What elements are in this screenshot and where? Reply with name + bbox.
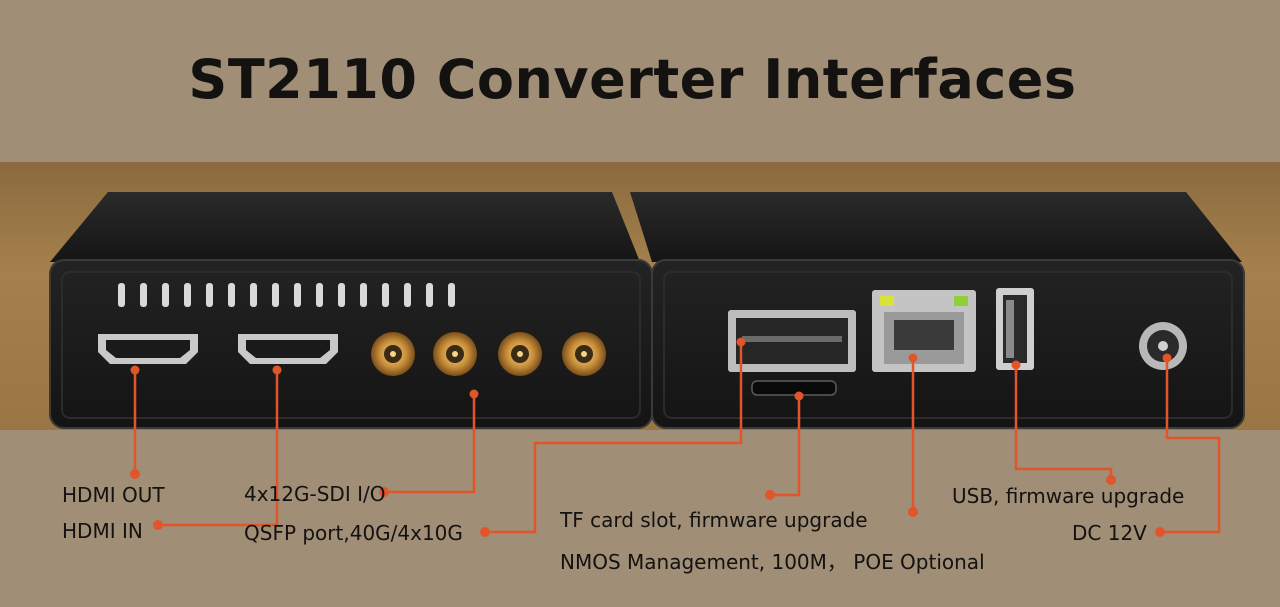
backdrop-floor: [0, 430, 1280, 607]
label-tf-card: TF card slot, firmware upgrade: [560, 508, 868, 532]
vent-slots: [118, 283, 455, 307]
label-hdmi-out: HDMI OUT: [62, 483, 165, 507]
label-dc: DC 12V: [1072, 521, 1147, 545]
sma-connector-icon: [371, 332, 415, 376]
hdmi-port-icon: [98, 334, 198, 364]
right-converter-unit: [630, 192, 1245, 429]
qsfp-port-icon: [728, 310, 856, 372]
label-usb: USB, firmware upgrade: [952, 484, 1185, 508]
label-sdi: 4x12G-SDI I/O: [244, 482, 386, 506]
page-title: ST2110 Converter Interfaces: [188, 48, 1077, 111]
callout-dots: [130, 337, 1172, 537]
usb-port-icon: [996, 288, 1034, 370]
sma-connector-icon: [433, 332, 477, 376]
rj45-port-icon: [872, 290, 976, 372]
sma-connector-icon: [498, 332, 542, 376]
left-converter-unit: [49, 192, 653, 429]
tf-slot-icon: [751, 380, 837, 396]
label-qsfp: QSFP port,40G/4x10G: [244, 521, 463, 545]
sma-connector-icon: [562, 332, 606, 376]
hdmi-port-icon: [238, 334, 338, 364]
label-nmos: NMOS Management, 100M， POE Optional: [560, 550, 985, 574]
callout-lines: [133, 342, 1221, 534]
label-hdmi-in: HDMI IN: [62, 519, 143, 543]
dc-jack-icon: [1139, 322, 1187, 370]
